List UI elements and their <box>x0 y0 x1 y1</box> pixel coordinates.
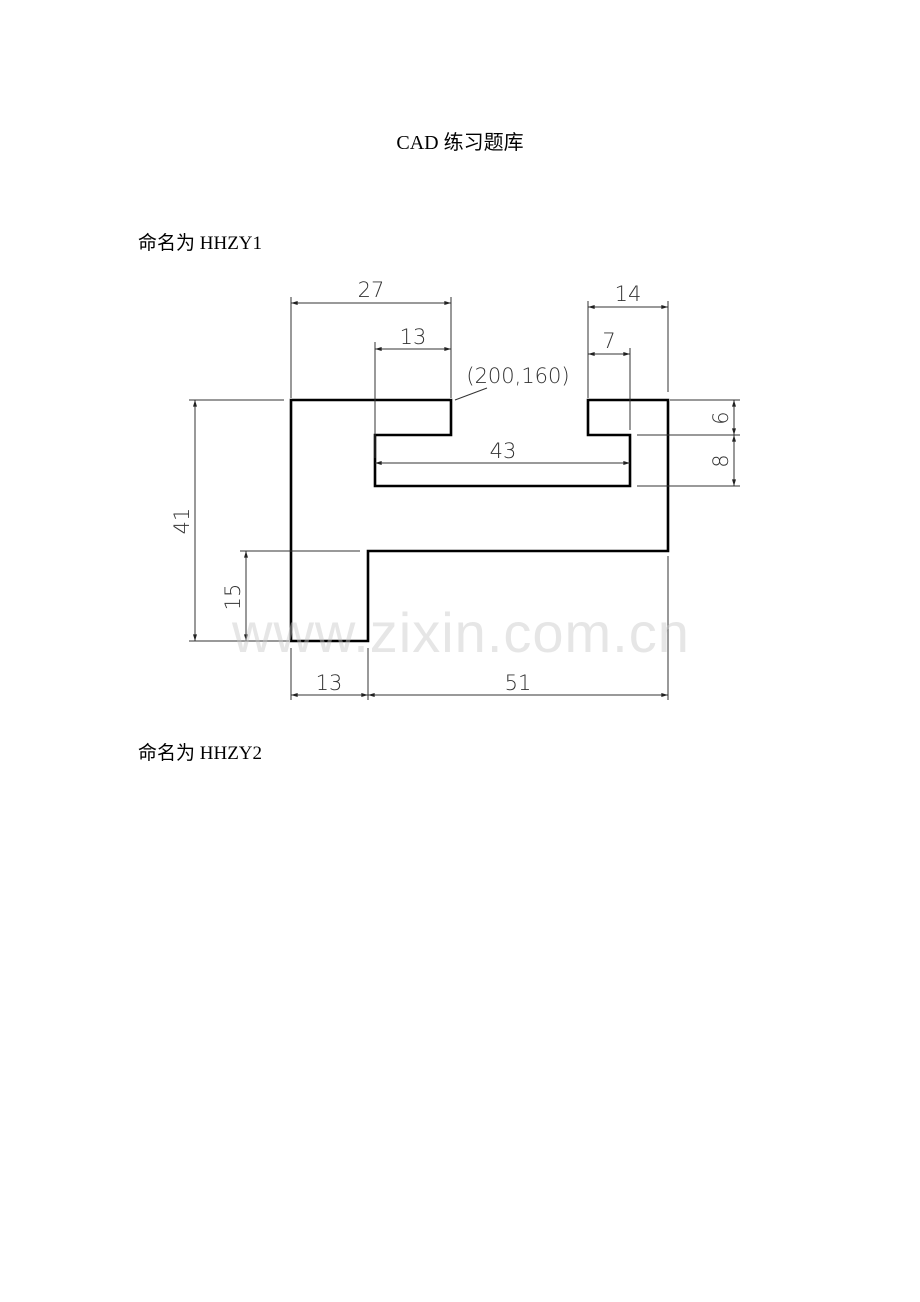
exercise-label-hhzy1: 命名为 HHZY1 <box>138 233 263 254</box>
dim-27: 27 <box>358 278 385 302</box>
dim-7: 7 <box>602 329 615 353</box>
dim-13-bottom: 13 <box>316 671 343 695</box>
dim-13-top: 13 <box>400 325 427 349</box>
dim-43: 43 <box>490 439 517 463</box>
page-title: CAD 练习题库 <box>396 132 524 154</box>
exercise-label-hhzy2: 命名为 HHZY2 <box>138 743 263 764</box>
watermark: www.zixin.com.cn <box>232 601 690 664</box>
part-outline <box>289 398 670 643</box>
dim-15: 15 <box>221 584 245 611</box>
coordinate-label: (200,160) <box>466 364 569 388</box>
dim-41: 41 <box>170 508 194 535</box>
dim-51: 51 <box>505 671 532 695</box>
dim-6: 6 <box>709 411 733 424</box>
dim-8: 8 <box>709 454 733 467</box>
dim-14: 14 <box>615 282 642 306</box>
